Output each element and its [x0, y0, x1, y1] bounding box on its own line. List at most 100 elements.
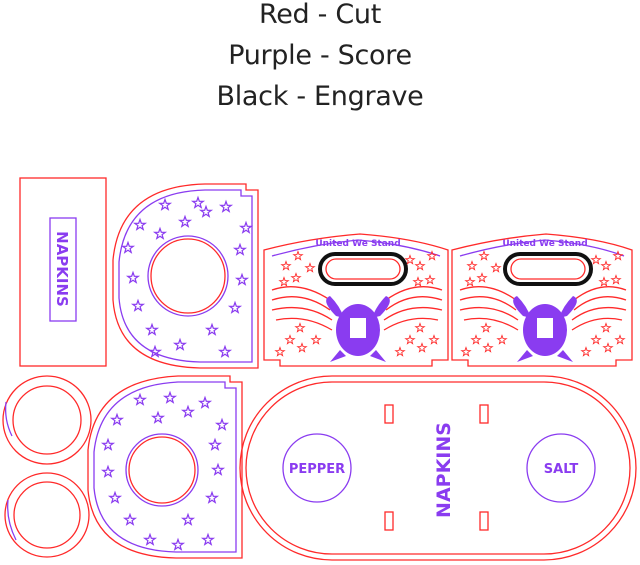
base-slot-4 — [479, 511, 489, 531]
base-inner-cut — [245, 381, 631, 555]
star-decoration — [134, 218, 146, 231]
star-decoration — [127, 271, 139, 284]
star-decoration — [132, 299, 144, 312]
star-decoration — [425, 275, 435, 285]
side-top-hole-cut — [150, 238, 226, 314]
star-decoration — [461, 347, 471, 357]
star-decoration — [591, 335, 601, 345]
star-decoration — [219, 345, 231, 358]
star-decoration — [146, 323, 158, 336]
star-decoration — [124, 513, 136, 526]
star-decoration — [429, 335, 439, 345]
legend-score: Purple - Score — [228, 40, 412, 71]
star-decoration — [192, 196, 204, 209]
panel-right-eagle-seal — [513, 296, 577, 362]
star-decoration — [615, 335, 625, 345]
side-piece-top — [112, 183, 259, 369]
panel-right-top-score — [459, 239, 625, 257]
panel-right-banner: United We Stand — [502, 239, 587, 249]
panel-left-banner: United We Stand — [315, 239, 400, 249]
panel-right-handle-engrave — [503, 252, 593, 286]
star-decoration — [182, 513, 194, 526]
round-top-inner — [12, 385, 82, 455]
star-decoration — [305, 263, 315, 273]
star-decoration — [395, 347, 405, 357]
panel-left-top-score — [271, 239, 441, 257]
panel-right-cut — [451, 233, 633, 367]
star-decoration — [122, 241, 134, 254]
star-decoration — [240, 221, 252, 234]
star-decoration — [479, 251, 489, 261]
round-bottom-text-arc — [7, 499, 17, 541]
base-outer-cut — [239, 375, 637, 561]
star-decoration — [291, 273, 301, 283]
round-top-text-arc — [4, 401, 13, 437]
star-decoration — [603, 343, 613, 353]
star-decoration — [220, 200, 232, 213]
star-decoration — [152, 411, 164, 424]
star-decoration — [111, 413, 123, 426]
legend-cut: Red - Cut — [258, 0, 382, 30]
pepper-circle — [282, 433, 352, 503]
star-decoration — [601, 323, 611, 333]
pepper-label: PEPPER — [289, 462, 345, 477]
star-decoration — [206, 323, 218, 336]
star-decoration — [599, 277, 609, 287]
round-bottom-outer — [4, 472, 90, 558]
star-decoration — [144, 533, 156, 546]
star-decoration — [413, 277, 423, 287]
star-decoration — [102, 465, 114, 478]
star-decoration — [297, 343, 307, 353]
star-decoration — [481, 323, 491, 333]
star-decoration — [477, 273, 487, 283]
star-decoration — [415, 261, 425, 271]
star-decoration — [202, 533, 214, 546]
side-top-score — [118, 189, 253, 363]
star-decoration — [467, 261, 477, 271]
star-decoration — [417, 343, 427, 353]
star-decoration — [415, 323, 425, 333]
star-decoration — [471, 335, 481, 345]
star-decoration — [109, 491, 121, 504]
napkin-panel-cut — [19, 177, 107, 367]
panel-right-wing-stripes-r — [571, 286, 627, 331]
base-slot-1 — [384, 404, 394, 424]
salt-circle — [526, 433, 596, 503]
star-decoration — [611, 275, 621, 285]
star-decoration — [172, 538, 184, 551]
star-decoration — [199, 396, 211, 409]
star-decoration — [206, 491, 218, 504]
base-slot-2 — [479, 404, 489, 424]
star-decoration — [591, 255, 601, 265]
star-decoration — [159, 198, 171, 211]
panel-left-handle-engrave — [318, 252, 408, 286]
side-top-hole-score — [147, 235, 229, 317]
salt-label: SALT — [544, 462, 579, 477]
eagle-panel-left: United We Stand — [263, 233, 449, 367]
star-decoration — [182, 405, 194, 418]
round-bottom-inner — [13, 481, 81, 549]
star-decoration — [293, 251, 303, 261]
star-decoration — [405, 255, 415, 265]
star-decoration — [236, 273, 248, 286]
side-bottom-stars — [102, 391, 228, 551]
star-decoration — [234, 243, 246, 256]
side-top-stars — [122, 196, 252, 358]
star-decoration — [275, 347, 285, 357]
star-decoration — [209, 438, 221, 451]
panel-left-eagle-seal — [326, 296, 390, 362]
star-decoration — [154, 227, 166, 240]
star-decoration — [164, 391, 176, 404]
panel-left-handle-cut — [325, 258, 401, 280]
star-decoration — [581, 347, 591, 357]
star-decoration — [311, 335, 321, 345]
panel-left-wing-stripes-l — [271, 286, 333, 331]
star-decoration — [405, 335, 415, 345]
napkins-large-label: NAPKINS — [433, 422, 455, 518]
star-decoration — [491, 263, 501, 273]
base-slot-3 — [384, 511, 394, 531]
panel-right-handle-cut — [510, 258, 586, 280]
star-decoration — [601, 261, 611, 271]
star-decoration — [212, 463, 224, 476]
